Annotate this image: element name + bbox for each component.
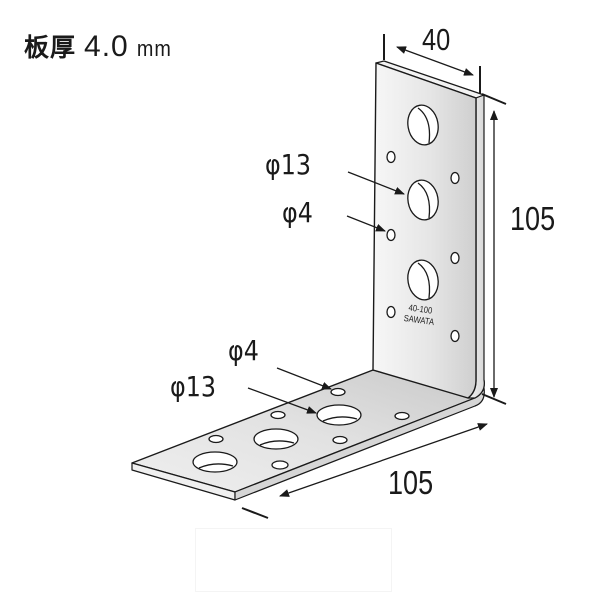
small-hole (270, 410, 286, 420)
dimension-horizontal-length (241, 423, 488, 519)
large-hole (407, 179, 439, 221)
large-hole (192, 451, 238, 473)
large-hole (316, 404, 362, 426)
large-hole (253, 428, 299, 450)
callout-horizontal-large-hole: φ13 (170, 370, 216, 403)
large-hole (407, 104, 439, 146)
leader-vertical-large-hole (347, 171, 405, 195)
small-hole (386, 305, 396, 319)
small-hole (450, 171, 460, 185)
horizontal-length-dimension-label: 105 (388, 464, 434, 501)
plate-thickness-value: 4.0 (84, 30, 129, 63)
vertical-height-dimension-label: 105 (510, 200, 556, 237)
dimension-vertical-height (481, 93, 507, 405)
plate-thickness-unit: mm (136, 36, 172, 61)
callout-vertical-small-hole: φ4 (282, 196, 313, 229)
small-hole (386, 228, 396, 242)
plate-thickness-label: 板厚 (24, 33, 77, 62)
small-hole (386, 150, 396, 164)
width-dimension-label: 40 (422, 22, 451, 57)
vertical-leg (372, 60, 485, 399)
small-hole (394, 411, 410, 421)
small-hole (208, 434, 224, 444)
callout-leaders (247, 171, 405, 414)
vertical-leg-holes (386, 104, 460, 343)
dimension-width (383, 34, 481, 94)
product-stamp: 40-100 SAWATA (403, 302, 436, 328)
leader-horizontal-small-hole (276, 367, 332, 390)
callout-horizontal-small-hole: φ4 (228, 334, 259, 367)
leader-vertical-small-hole (346, 215, 386, 232)
small-hole (330, 387, 346, 397)
small-hole (332, 435, 348, 445)
small-hole (450, 329, 460, 343)
leader-horizontal-large-hole (247, 387, 317, 414)
small-hole (271, 460, 289, 470)
empty-footer-area (195, 528, 392, 592)
callout-vertical-large-hole: φ13 (265, 148, 311, 181)
small-hole (450, 251, 460, 265)
large-hole (407, 259, 439, 301)
